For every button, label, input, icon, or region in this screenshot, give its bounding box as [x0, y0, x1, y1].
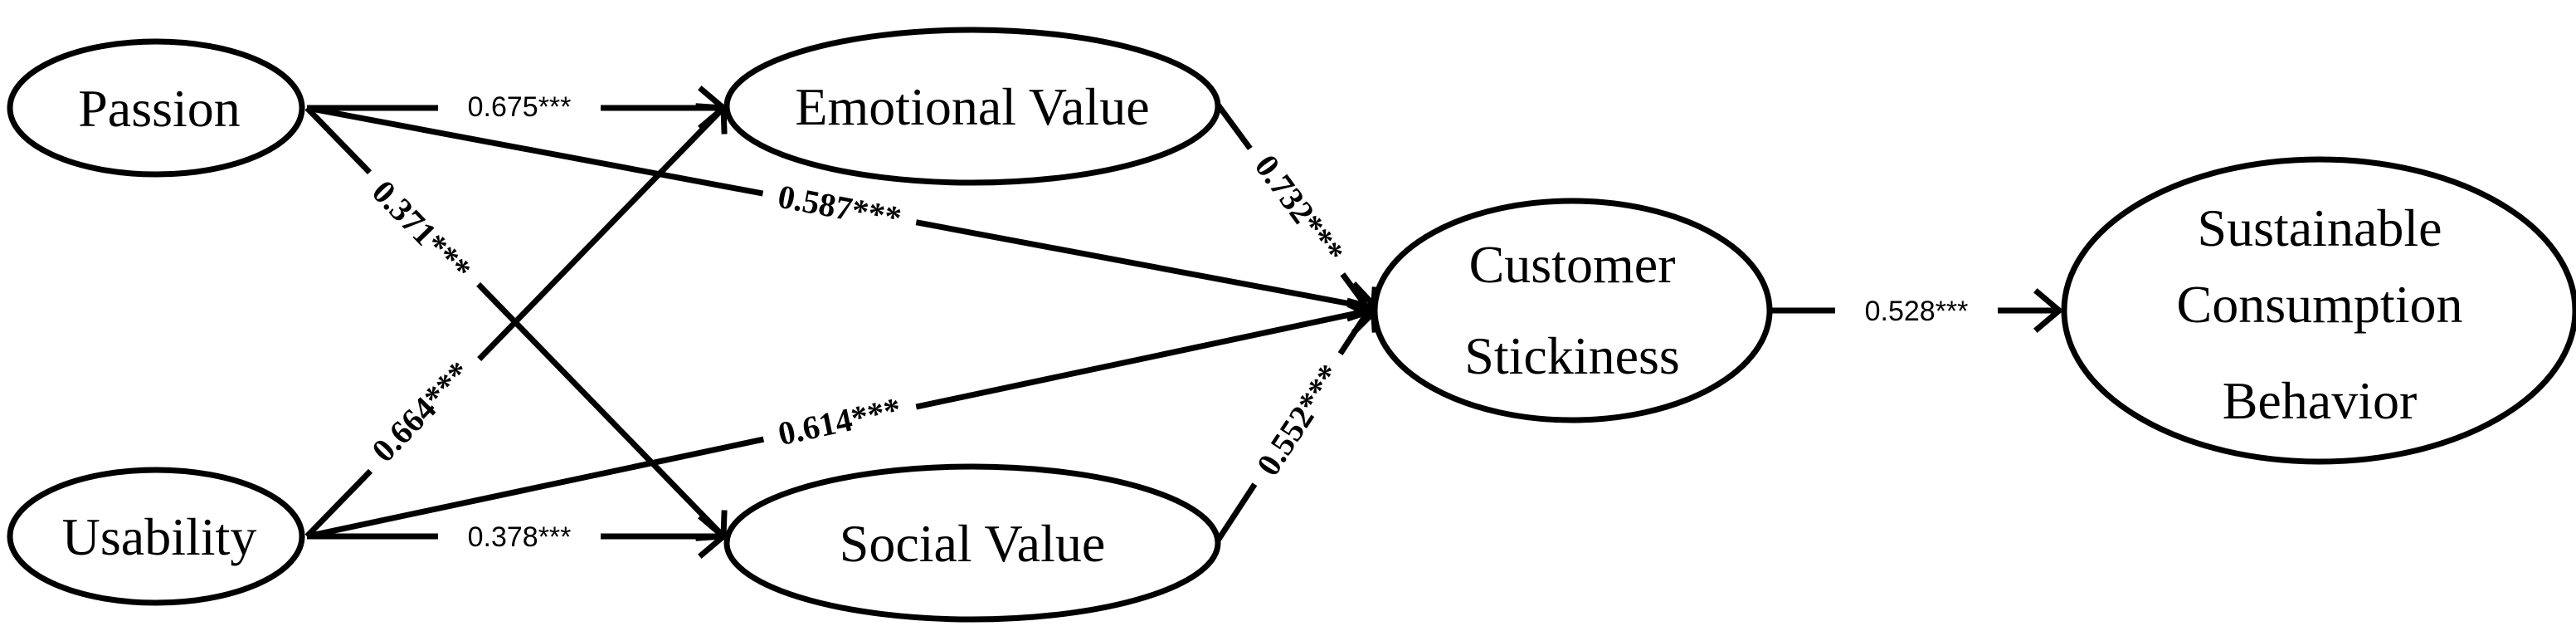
coef-passion-emotional-value: 0.675***: [438, 86, 601, 125]
node-passion-label: Passion: [78, 79, 241, 138]
node-social-value: Social Value: [723, 463, 1221, 623]
node-social-value-label: Social Value: [840, 514, 1106, 573]
node-behavior-line3: Behavior: [2223, 371, 2418, 430]
node-behavior-line2: Consumption: [2177, 275, 2463, 334]
node-passion: Passion: [7, 38, 305, 178]
svg-text:0.675***: 0.675***: [468, 91, 572, 123]
svg-text:0.378***: 0.378***: [468, 521, 572, 553]
coef-emotional-value-customer-stickiness: 0.732***: [1237, 133, 1364, 284]
node-customer-stickiness-line1: Customer: [1469, 235, 1676, 294]
coef-usability-social-value: 0.378***: [438, 516, 601, 555]
svg-text:0.552***: 0.552***: [1249, 358, 1349, 482]
node-usability: Usability: [7, 467, 305, 606]
node-emotional-value: Emotional Value: [723, 27, 1221, 186]
node-behavior-line1: Sustainable: [2197, 198, 2442, 257]
svg-text:0.664***: 0.664***: [364, 354, 478, 469]
node-customer-stickiness: Customer Stickiness: [1371, 198, 1773, 423]
node-emotional-value-label: Emotional Value: [795, 77, 1149, 136]
coef-customer-stickiness-behavior: 0.528***: [1835, 291, 1998, 329]
coef-usability-customer-stickiness: 0.614***: [758, 384, 920, 457]
svg-text:0.371***: 0.371***: [365, 173, 479, 288]
coef-passion-social-value: 0.371***: [353, 159, 492, 301]
svg-text:0.732***: 0.732***: [1248, 148, 1351, 270]
coef-social-value-customer-stickiness: 0.552***: [1237, 342, 1358, 496]
edges: [304, 86, 2064, 559]
node-usability-label: Usability: [62, 507, 257, 566]
node-sustainable-consumption-behavior: Sustainable Consumption Behavior: [2061, 156, 2576, 465]
svg-text:0.528***: 0.528***: [1865, 296, 1969, 327]
coef-usability-emotional-value: 0.664***: [351, 340, 490, 482]
node-customer-stickiness-line2: Stickiness: [1464, 326, 1680, 385]
